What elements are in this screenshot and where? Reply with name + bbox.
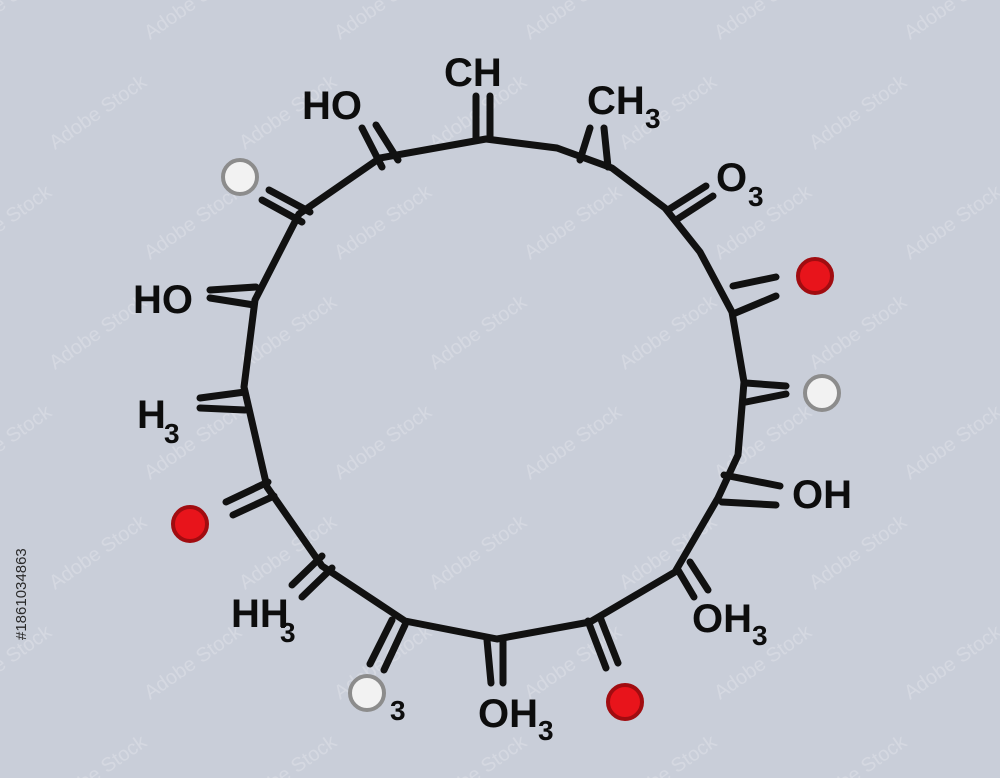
watermark-text: Adobe Stock [615, 730, 721, 778]
bond-o-right-a [729, 273, 780, 290]
label-oh3-bottom: OH [478, 692, 538, 736]
bond-o3-b [672, 192, 717, 224]
oxygen-atom-right [796, 257, 834, 295]
bond-h-right-b [742, 390, 790, 406]
bond-oh-right-b [718, 498, 780, 509]
watermark-text: Adobe Stock [45, 510, 151, 594]
macrocycle-ring [240, 135, 748, 643]
bond-oh3-bottom-a [483, 636, 495, 687]
watermark-text: Adobe Stock [520, 180, 626, 264]
label-oh3-lower-right: OH [692, 597, 752, 641]
bond-h-topleft-a [258, 196, 306, 226]
label-ho-left: HO [133, 278, 193, 322]
watermark-text: Adobe Stock [425, 730, 531, 778]
watermark-text: Adobe Stock [45, 730, 151, 778]
bond-h3-left-a [196, 388, 249, 402]
label-ch3-top: CH [587, 79, 645, 123]
watermark-text: Adobe Stock [805, 510, 911, 594]
watermark-text: Adobe Stock [330, 400, 436, 484]
label-hh3-lower-left-sub: 3 [280, 617, 296, 648]
watermark-text: Adobe Stock [330, 0, 436, 44]
atom-labels: CH CH 3 HO O 3 HO OH H 3 OH 3 HH 3 OH 3 … [133, 51, 852, 746]
label-oh3-lower-right-sub: 3 [752, 620, 768, 651]
bond-ho-top-a [358, 124, 386, 171]
label-o3-right: O [716, 156, 747, 200]
label-ch3-top-sub: 3 [645, 103, 661, 134]
stock-id-label: #1861034863 [13, 548, 30, 640]
watermark-text: Adobe Stock [140, 0, 246, 44]
label-h3-left: H [137, 393, 166, 437]
bond-oh-right-a [720, 471, 784, 490]
bond-o3-a [664, 182, 710, 214]
bond-o-right-b [729, 292, 780, 318]
label-hh3-lower-left: HH [231, 592, 289, 636]
watermark-text: Adobe Stock [900, 180, 1000, 264]
watermark-text: Adobe Stock [425, 510, 531, 594]
atom-spheres [171, 158, 841, 721]
watermark-text: Adobe Stock [0, 180, 57, 264]
label-h3-left-sub: 3 [164, 418, 180, 449]
label-o3-right-sub: 3 [748, 181, 764, 212]
bond-hh3-a [288, 552, 326, 589]
watermark-text: Adobe Stock [995, 730, 1000, 778]
watermark-text: Adobe Stock [615, 290, 721, 374]
watermark-text: Adobe Stock [900, 0, 1000, 44]
watermark-text: Adobe Stock [805, 730, 911, 778]
bond-o-left-a [222, 478, 272, 506]
watermark-text: Adobe Stock [520, 0, 626, 44]
bond-hh3-b [298, 564, 336, 601]
hydrogen-atom-bottom-left [348, 674, 386, 712]
label-oh3-bottom-sub: 3 [538, 715, 554, 746]
oxygen-atom-left [171, 505, 209, 543]
watermark-text: Adobe Stock [805, 290, 911, 374]
oxygen-atom-bottom [606, 683, 644, 721]
label-sub3-bottom-left: 3 [390, 695, 406, 726]
bond-ch3-a [576, 124, 594, 164]
bond-ch3-b [600, 124, 612, 171]
label-oh-right: OH [792, 473, 852, 517]
bond-ho-left-a [206, 283, 260, 294]
bond-h-right-a [742, 379, 790, 390]
bond-o-left-b [229, 492, 278, 519]
bond-oh3-lr-a [674, 566, 698, 601]
watermark-text: Adobe Stock [0, 400, 57, 484]
hydrogen-atom-right [803, 374, 841, 412]
watermark-text: Adobe Stock [710, 0, 816, 44]
bond-o-bottom-b [596, 613, 622, 667]
watermark-text: Adobe Stock [0, 0, 57, 44]
watermark-text: Adobe Stock [425, 290, 531, 374]
watermark-text: Adobe Stock [710, 400, 816, 484]
bond-oh3-lr-b [686, 558, 712, 594]
watermark-text: Adobe Stock [995, 70, 1000, 154]
bond-sub3-b [380, 621, 409, 674]
label-ho-top: HO [302, 84, 362, 128]
substituent-bonds [196, 92, 790, 687]
bond-ho-top-b [372, 121, 402, 164]
bond-h3-left-b [196, 404, 249, 414]
label-ch-top: CH [444, 51, 502, 95]
hydrogen-atom-top-left [221, 158, 259, 196]
bond-o-bottom-a [584, 617, 610, 672]
watermark-text: Adobe Stock [235, 730, 341, 778]
watermark-text: Adobe Stock [330, 180, 436, 264]
watermark-text: Adobe Stock [45, 70, 151, 154]
watermark-text: Adobe Stock [900, 400, 1000, 484]
watermark-text: Adobe Stock [520, 400, 626, 484]
watermark-text: Adobe Stock [995, 290, 1000, 374]
watermark-text: Adobe Stock [900, 620, 1000, 704]
bond-h-topleft-b [265, 186, 314, 216]
watermark-text: Adobe Stock [995, 510, 1000, 594]
bond-sub3-a [366, 616, 396, 668]
bond-ho-left-b [206, 294, 258, 309]
watermark-text: Adobe Stock [805, 70, 911, 154]
